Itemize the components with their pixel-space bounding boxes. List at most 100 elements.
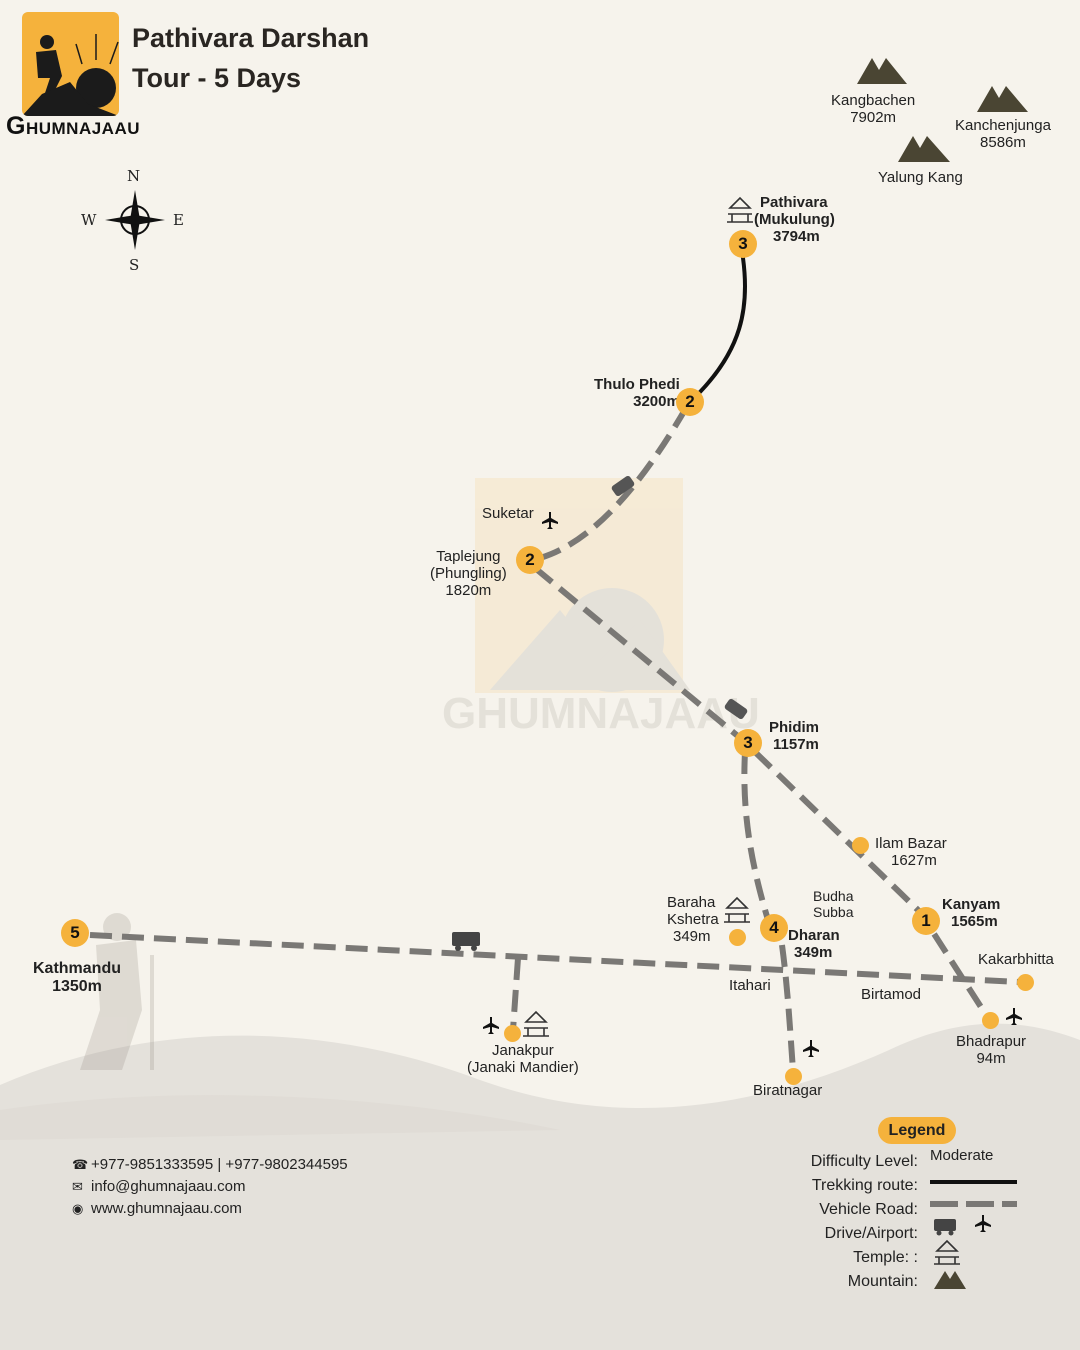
- day-marker-kanyam: 1: [912, 907, 940, 935]
- place-altitude: 1157m: [773, 736, 819, 753]
- place-altitude: 94m: [976, 1050, 1006, 1067]
- legend-mountain-label: Mountain:: [847, 1273, 918, 1290]
- legend-title: Legend: [878, 1117, 956, 1144]
- label-ilam-bazar: Ilam Bazar 1627m: [875, 835, 947, 869]
- trekking-route: [698, 256, 747, 394]
- place-dot-ilam-bazar: [852, 837, 869, 854]
- legend-mountain-icon: [934, 1271, 966, 1289]
- legend-drive-airport-label: Drive/Airport:: [824, 1225, 918, 1242]
- label-taplejung: Taplejung (Phungling) 1820m: [430, 548, 507, 599]
- legend-vehicle-icon: [934, 1219, 956, 1236]
- mountain-height: 8586m: [980, 134, 1026, 151]
- label-kanyam: Kanyam 1565m: [942, 896, 1000, 930]
- place-subname: Kshetra: [667, 911, 719, 928]
- mountain-name: Yalung Kang: [878, 169, 963, 186]
- legend-trekking-label: Trekking route:: [811, 1177, 918, 1194]
- place-altitude: 1627m: [891, 852, 937, 869]
- brand-rest: HUMNAJAAU: [25, 119, 141, 138]
- airplane-icon: [542, 512, 558, 529]
- place-altitude: 3200m: [633, 393, 680, 410]
- background-hills-front: [0, 1095, 560, 1140]
- label-janakpur: Janakpur (Janaki Mandier): [467, 1042, 579, 1076]
- place-name: Dharan: [788, 927, 840, 944]
- page-title: Pathivara Darshan Tour - 5 Days: [132, 18, 369, 98]
- temple-icon: [727, 196, 753, 223]
- place-subname: (Mukulung): [754, 211, 835, 228]
- mountain-height: 7902m: [850, 109, 897, 126]
- compass-east: E: [173, 211, 184, 229]
- place-subname: (Phungling): [430, 565, 507, 582]
- road-janakpur-branch: [510, 957, 521, 1031]
- mountain-name: Kanchenjunga: [955, 117, 1051, 134]
- brand-wordmark: GHUMNAJAAU: [6, 112, 140, 141]
- place-dot-bhadrapur: [982, 1012, 999, 1029]
- place-altitude: 349m: [794, 944, 833, 961]
- place-name: Janakpur: [492, 1042, 554, 1059]
- place-altitude: 3794m: [773, 228, 820, 245]
- place-altitude: 1820m: [445, 582, 492, 599]
- phone-icon: ☎: [72, 1157, 89, 1172]
- place-dot-janakpur: [504, 1025, 521, 1042]
- day-marker-thulo-phedi: 2: [676, 388, 704, 416]
- place-altitude: 349m: [673, 928, 711, 945]
- compass-north: N: [127, 167, 141, 185]
- mountain-label-yalung-kang: Yalung Kang: [878, 169, 963, 186]
- contact-phone[interactable]: ☎+977-9851333595 | +977-9802344595: [72, 1156, 348, 1173]
- vehicle-icon: [611, 475, 635, 497]
- place-name: Budha: [813, 888, 854, 904]
- place-name: Baraha: [667, 894, 716, 911]
- vehicle-icon: [724, 698, 748, 720]
- road-taplejung-phidim: [533, 565, 747, 745]
- hiker-logo-icon: [22, 34, 119, 116]
- mountain-label-kangbachen: Kangbachen 7902m: [831, 92, 915, 126]
- airplane-icon: [483, 1017, 499, 1034]
- place-name: Ilam Bazar: [875, 835, 947, 852]
- compass-west: W: [81, 211, 97, 229]
- compass-rose: [105, 190, 165, 250]
- brand-initial: G: [6, 112, 26, 140]
- watermark-logo: GHUMNAJAAU: [442, 478, 760, 738]
- place-name-2: Subba: [813, 904, 854, 920]
- label-itahari: Itahari: [729, 977, 771, 994]
- road-phidim-dharan: [741, 751, 771, 921]
- day-marker-pathivara: 3: [729, 230, 757, 258]
- airplane-icon: [803, 1040, 819, 1057]
- title-line-2: Tour - 5 Days: [132, 63, 302, 93]
- mountain-icon: [898, 136, 950, 162]
- label-kakarbhitta: Kakarbhitta: [978, 951, 1054, 968]
- compass-south: S: [129, 256, 140, 274]
- place-dot-baraha-kshetra: [729, 929, 746, 946]
- legend-temple-label: Temple: :: [853, 1249, 918, 1266]
- road-thulophedi-taplejung: [539, 406, 689, 561]
- place-dot-kakarbhitta: [1017, 974, 1034, 991]
- place-dot-biratnagar: [785, 1068, 802, 1085]
- place-name: Bhadrapur: [956, 1033, 1027, 1050]
- place-name: Thulo Phedi: [594, 376, 680, 393]
- mountain-label-kanchenjunga: Kanchenjunga 8586m: [955, 117, 1051, 151]
- legend-vehicle-label: Vehicle Road:: [819, 1201, 918, 1218]
- legend-airplane-icon: [975, 1215, 991, 1232]
- label-dharan: Dharan 349m: [788, 927, 840, 961]
- website-text: www.ghumnajaau.com: [91, 1200, 242, 1217]
- road-dharan-biratnagar: [779, 944, 796, 1071]
- label-pathivara: Pathivara (Mukulung) 3794m: [754, 194, 835, 245]
- temple-icon: [724, 896, 750, 923]
- mountain-icon: [857, 58, 907, 84]
- mountain-name: Kangbachen: [831, 92, 916, 109]
- contact-email[interactable]: ✉ info@ghumnajaau.com: [72, 1178, 245, 1195]
- legend-difficulty-value: Moderate: [930, 1147, 994, 1164]
- legend-difficulty-label: Difficulty Level:: [810, 1153, 918, 1170]
- mail-icon: ✉: [72, 1179, 83, 1194]
- place-name: Kathmandu: [33, 960, 121, 977]
- label-bhadrapur: Bhadrapur 94m: [956, 1033, 1026, 1067]
- vehicle-icon: [452, 932, 480, 951]
- contact-website[interactable]: ◉www.ghumnajaau.com: [72, 1200, 242, 1217]
- place-altitude: 1565m: [951, 913, 998, 930]
- email-text: info@ghumnajaau.com: [91, 1178, 246, 1195]
- place-name: Phidim: [769, 719, 820, 736]
- label-thulo-phedi: Thulo Phedi 3200m: [594, 376, 680, 410]
- label-kathmandu: Kathmandu 1350m: [33, 960, 121, 996]
- mountain-icon: [977, 86, 1028, 112]
- place-name: Pathivara: [760, 194, 828, 211]
